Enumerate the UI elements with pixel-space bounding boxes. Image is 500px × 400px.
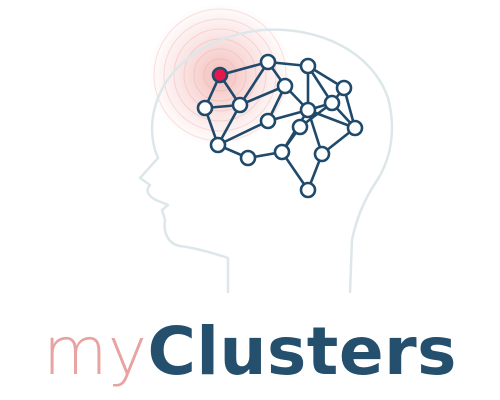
wordmark-name: Clusters: [147, 313, 457, 390]
wordmark-prefix: my: [43, 313, 148, 390]
logo-artwork: [138, 3, 394, 294]
head-silhouette-icon: [138, 28, 394, 294]
brain-network-icon: [196, 53, 364, 199]
wordmark: myClusters: [0, 312, 500, 392]
highlight-node-icon: [211, 66, 229, 84]
